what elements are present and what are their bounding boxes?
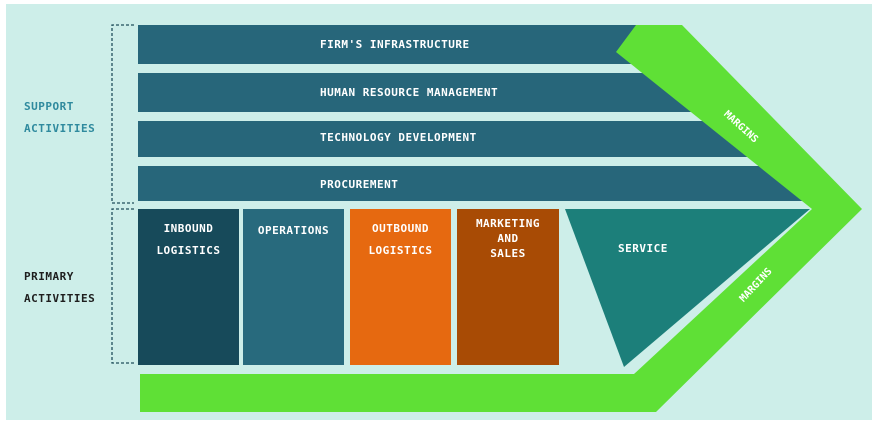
support-bar-procurement — [138, 166, 810, 201]
primary-activity-inbound: INBOUND LOGISTICS — [156, 222, 221, 257]
primary-activity-service: SERVICE — [618, 242, 668, 255]
primary-block-inbound — [138, 209, 239, 365]
support-activity-firm-infrastructure: FIRM'S INFRASTRUCTURE — [320, 38, 470, 51]
support-activities-label: SUPPORT ACTIVITIES — [24, 100, 96, 135]
support-bar-hrm — [138, 73, 732, 112]
primary-block-service — [565, 209, 810, 367]
primary-activities-label: PRIMARY ACTIVITIES — [24, 270, 96, 305]
support-bar-firm-infrastructure — [138, 25, 686, 64]
primary-block-marketing — [457, 209, 559, 365]
primary-activity-outbound: OUTBOUND LOGISTICS — [368, 222, 433, 257]
support-bar-technology — [138, 121, 772, 157]
support-activity-hrm: HUMAN RESOURCE MANAGEMENT — [320, 86, 499, 99]
primary-activity-marketing: MARKETING AND SALES — [475, 217, 541, 260]
diagram-shapes: MARGINS MARGINS — [111, 24, 862, 412]
value-chain-diagram: MARGINS MARGINS SUPPORT ACTIVITIES PRIMA… — [6, 4, 872, 420]
primary-activity-operations: OPERATIONS — [257, 224, 330, 237]
primary-bracket — [111, 208, 134, 364]
primary-block-outbound — [350, 209, 451, 365]
support-bracket — [111, 24, 134, 204]
support-activity-technology: TECHNOLOGY DEVELOPMENT — [320, 131, 477, 144]
primary-block-operations — [243, 209, 344, 365]
support-activity-procurement: PROCUREMENT — [320, 178, 399, 191]
